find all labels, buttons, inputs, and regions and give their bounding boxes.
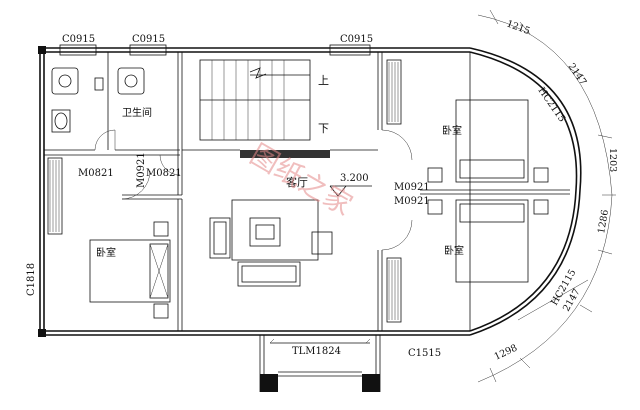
living-room-furniture — [209, 199, 333, 287]
doors — [121, 129, 413, 251]
door-label-tlm1824: TLM1824 — [292, 346, 341, 357]
bay-dimension-1298: 1298 — [493, 343, 520, 363]
staircase — [199, 59, 330, 158]
room-label-bathroom: 卫生间 — [122, 106, 152, 119]
outer-walls — [38, 46, 582, 337]
window-label-c1515: C1515 — [408, 348, 441, 359]
door-label-m0821-right: M0821 — [146, 168, 182, 179]
bay-dimension-1203: 1203 — [607, 148, 618, 172]
wardrobes — [47, 59, 402, 323]
bathroom-fixtures — [51, 67, 145, 151]
door-label-m0821-left: M0821 — [78, 168, 114, 179]
window-label-c1818: C1818 — [26, 263, 37, 296]
elevation-marker — [329, 185, 372, 197]
bottom-balcony — [259, 335, 381, 392]
stair-label-up: 上 — [318, 74, 329, 87]
bay-dimension-1286: 1286 — [596, 209, 611, 235]
room-label-living-room: 客厅 — [286, 175, 308, 189]
beds — [89, 99, 549, 319]
room-label-bedroom-left: 卧室 — [96, 246, 116, 259]
room-label-bedroom-right-top: 卧室 — [442, 124, 462, 137]
bay-dimension-lines — [477, 9, 616, 383]
window-label-c0915-1: C0915 — [62, 34, 95, 45]
window-label-c0915-2: C0915 — [132, 34, 165, 45]
interior-walls — [44, 52, 570, 331]
stair-label-down: 下 — [318, 122, 329, 135]
elevation-label: 3.200 — [340, 173, 369, 184]
bay-dimension-2147-top: 2147 — [566, 61, 589, 87]
window-label-c0915-3: C0915 — [340, 34, 373, 45]
door-label-m0921-vertical: M0921 — [136, 152, 147, 188]
bay-dimension-1215: 1215 — [505, 18, 531, 37]
door-label-m0921-right-1: M0921 — [394, 182, 430, 193]
top-windows — [59, 44, 371, 56]
door-label-m0921-right-2: M0921 — [394, 196, 430, 207]
room-label-bedroom-right-bottom: 卧室 — [444, 244, 464, 257]
